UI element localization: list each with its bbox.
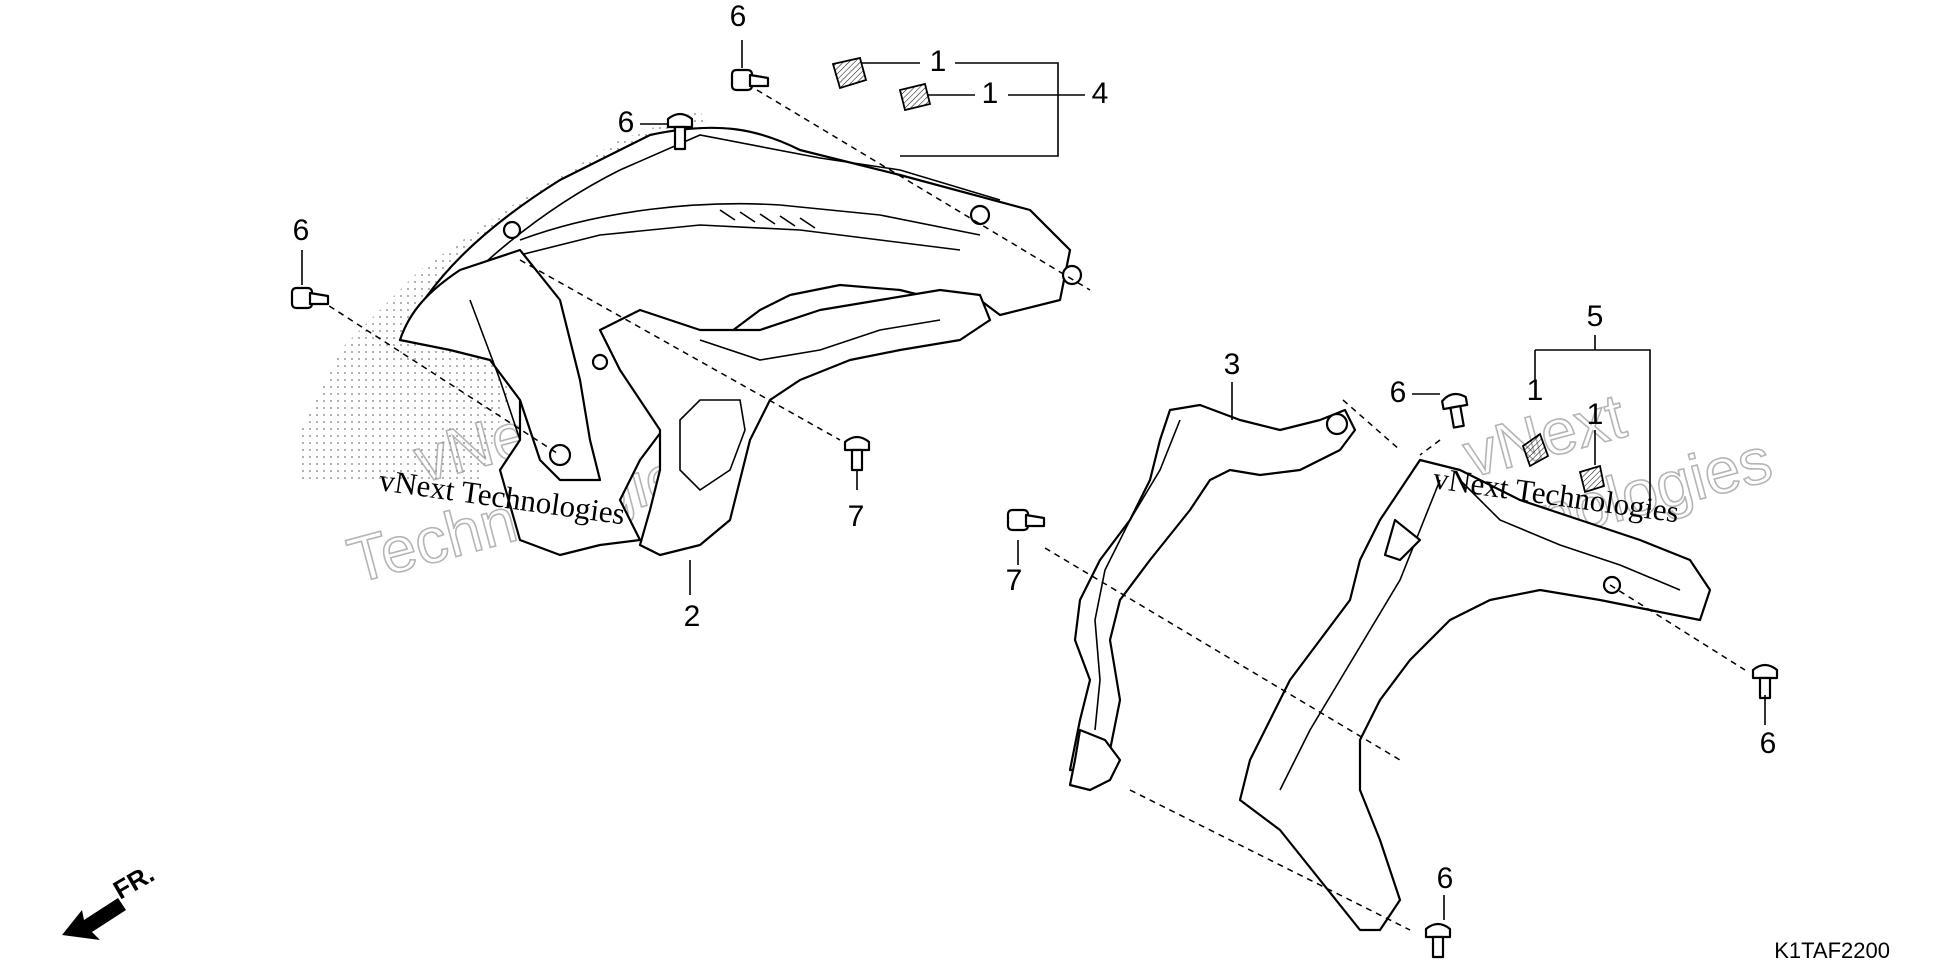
part-3-inner-cover xyxy=(1068,403,1357,792)
left-flap xyxy=(398,248,602,482)
callout-label: 1 xyxy=(982,77,999,110)
guide-line-7 xyxy=(1342,399,1401,451)
arrow-icon xyxy=(62,898,126,940)
pad-icon xyxy=(831,56,868,90)
screw-icon xyxy=(843,435,871,472)
callout-label: 6 xyxy=(293,214,310,247)
callout-label: 1 xyxy=(1587,398,1604,431)
callout-label: 6 xyxy=(1390,376,1407,409)
guide-line-3 xyxy=(319,299,561,456)
screw-icon xyxy=(1751,663,1779,700)
pad-icon xyxy=(1521,432,1550,468)
callout-label: 6 xyxy=(1437,862,1454,895)
screw-icon xyxy=(666,112,694,151)
part-5-panel xyxy=(1238,458,1712,932)
callout-label: 2 xyxy=(684,600,701,633)
bolt-icon xyxy=(290,286,330,310)
callout-label: 7 xyxy=(1006,564,1023,597)
callout-label: 5 xyxy=(1587,300,1604,333)
leader-2 xyxy=(862,62,1059,157)
front-arrow-label: FR. xyxy=(108,858,159,905)
guide-line-1 xyxy=(756,89,1091,291)
callout-label: 1 xyxy=(930,45,947,78)
front-arrow: FR. xyxy=(62,858,159,940)
callout-label: 6 xyxy=(618,106,635,139)
left-bracket xyxy=(598,288,992,557)
callout-label: 4 xyxy=(1092,77,1109,110)
guide-line-5 xyxy=(1129,789,1411,931)
diagram-code: K1TAF2200 xyxy=(1774,938,1890,963)
callout-label: 6 xyxy=(730,0,747,33)
guide-line-6 xyxy=(1609,584,1746,671)
pad-icon xyxy=(1578,464,1606,494)
part-2-inner-cover xyxy=(398,126,1083,557)
screw-icon xyxy=(1424,922,1452,959)
guide-line-8 xyxy=(1419,439,1441,456)
part-5-outer-cover xyxy=(1238,458,1712,932)
leader-10 xyxy=(1534,335,1651,510)
part-3-lower-foot xyxy=(1068,728,1122,792)
guide-line-4 xyxy=(1044,547,1401,761)
callout-label: 6 xyxy=(1760,727,1777,760)
callout-label: 7 xyxy=(848,500,865,533)
bolt-icon xyxy=(730,68,770,92)
bolt-icon xyxy=(1006,508,1046,532)
callout-label: 1 xyxy=(1527,374,1544,407)
screw-icon xyxy=(1441,392,1469,429)
callout-label: 3 xyxy=(1224,348,1241,381)
pad-icon xyxy=(898,82,932,112)
